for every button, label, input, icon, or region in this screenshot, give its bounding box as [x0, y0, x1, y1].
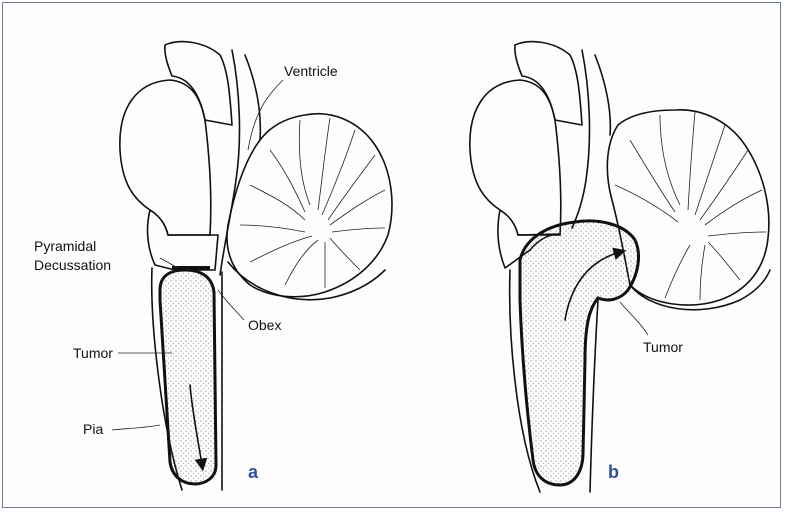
panel-a-cerebellum-folia	[240, 118, 385, 288]
panel-label-a: a	[248, 462, 259, 482]
panel-a-medulla	[148, 210, 218, 270]
leader-tumor-b	[620, 302, 648, 335]
panel-b-tumor	[520, 221, 639, 485]
panel-b-midbrain	[515, 42, 582, 125]
label-tumor-b: Tumor	[643, 339, 683, 355]
panel-b-pons	[470, 80, 561, 235]
panel-b-posterior-line	[595, 55, 610, 135]
panel-a-tumor	[160, 270, 216, 484]
label-obex: Obex	[248, 317, 281, 333]
panel-a-posterior-line	[245, 55, 260, 140]
panel-a-pons	[120, 80, 211, 235]
label-tumor-a: Tumor	[73, 345, 113, 361]
label-pia: Pia	[83, 421, 103, 437]
panel-b-dorsal-line	[572, 50, 589, 228]
panel-label-b: b	[608, 462, 619, 482]
panel-a-dorsal-line	[220, 50, 239, 275]
leader-pia	[112, 425, 160, 430]
label-ventricle: Ventricle	[284, 63, 338, 79]
panel-a-midbrain	[165, 42, 232, 125]
leader-ventricle	[248, 80, 283, 150]
panel-a-cerebellum-lower-edge	[228, 262, 385, 300]
panel-b-pia-right	[590, 300, 598, 492]
label-pyramidal: Pyramidal	[34, 238, 96, 254]
panel-b-drawing	[470, 42, 770, 492]
label-decussation: Decussation	[34, 257, 111, 273]
panel-a-cerebellum	[227, 114, 392, 297]
panel-a-drawing	[112, 42, 392, 490]
